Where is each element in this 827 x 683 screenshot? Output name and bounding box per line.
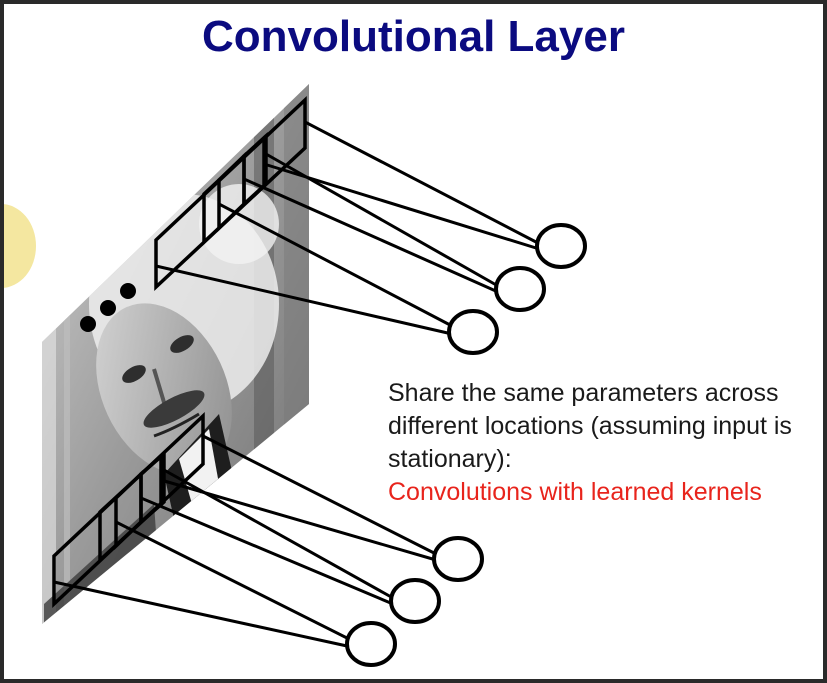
upper-neurons: [447, 223, 587, 355]
neuron-node: [345, 621, 397, 667]
upper-connections: [155, 120, 537, 336]
slide-title: Convolutional Layer: [202, 12, 625, 61]
highlight-text: Convolutions with learned kernels: [388, 478, 762, 506]
caption-line: different locations (assuming input is: [388, 412, 792, 440]
neuron-node: [535, 223, 587, 269]
ellipsis-dot: [100, 300, 116, 316]
neuron-node: [389, 578, 441, 624]
lower-neurons: [345, 536, 484, 667]
ellipsis-dot: [80, 316, 96, 332]
convolution-diagram: [42, 84, 587, 667]
caption-line: stationary):: [388, 445, 512, 473]
ellipsis-dot: [120, 283, 136, 299]
neuron-node: [432, 536, 484, 582]
caption-line: Share the same parameters across: [388, 379, 779, 407]
neuron-node: [494, 266, 546, 312]
lower-connections: [53, 434, 437, 648]
lower-receptive-fields: [52, 411, 205, 609]
upper-receptive-fields: [154, 95, 307, 292]
caption-text: Share the same parameters across differe…: [388, 377, 792, 509]
slide: Convolutional Layer: [4, 4, 823, 679]
neuron-node: [447, 309, 499, 355]
